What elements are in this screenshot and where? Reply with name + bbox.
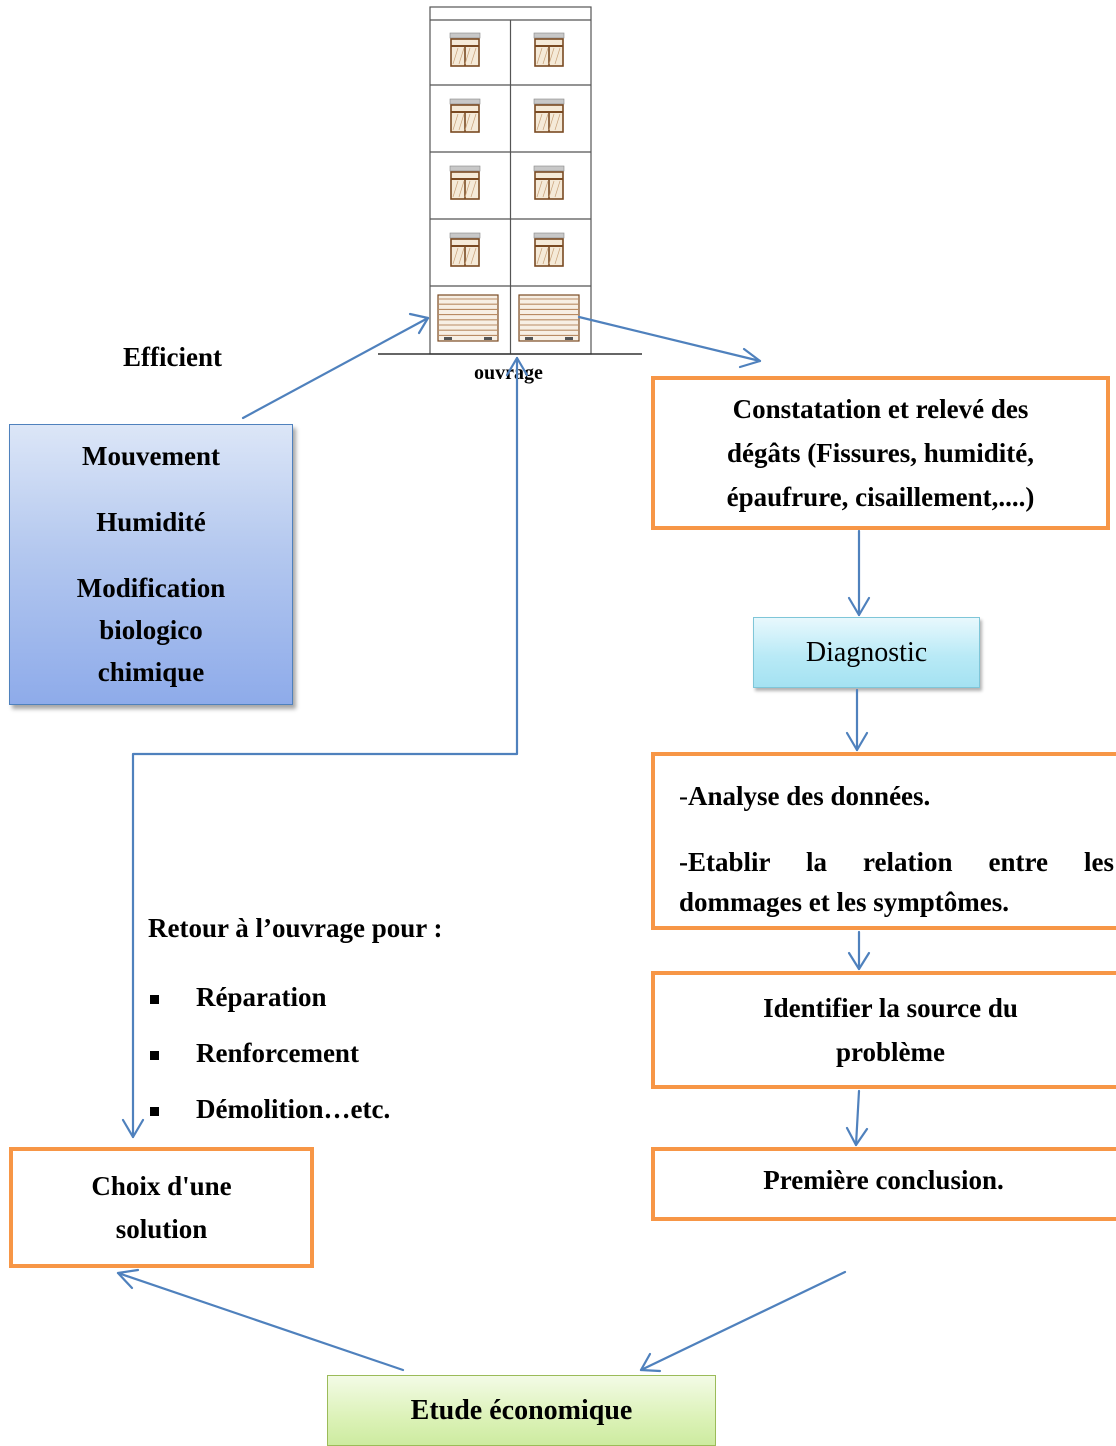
arrowhead-choix-at-left — [121, 1118, 145, 1139]
premiere-conclusion-box: Première conclusion. — [651, 1147, 1116, 1221]
premiere-conclusion-label: Première conclusion. — [763, 1165, 1004, 1195]
building-window — [533, 165, 565, 200]
building-window — [449, 98, 481, 133]
analyse-line-3: dommages et les symptômes. — [679, 887, 1009, 917]
retour-item-renforcement: Renforcement — [196, 1038, 359, 1068]
building-window — [533, 232, 565, 267]
arrow-building-to-constatation — [577, 315, 762, 363]
choix-line-1: Choix d'une — [91, 1170, 232, 1201]
cause-biochemical: Modification biologico chimique — [51, 567, 251, 693]
arrow-premiere-to-etude — [639, 1270, 847, 1372]
etude-economique-box: Etude économique — [327, 1375, 716, 1446]
identifier-line-1: Identifier la source du — [763, 993, 1018, 1023]
choix-line-2: solution — [115, 1213, 208, 1244]
building-window — [449, 32, 481, 67]
building-window — [533, 98, 565, 133]
analyse-dash: - — [679, 781, 688, 811]
ground-floor-shutter — [518, 294, 580, 342]
arrowhead-analyse-to-identifier — [847, 951, 871, 971]
building-window — [449, 232, 481, 267]
arrowhead-diagnostic-to-analyse — [845, 731, 869, 752]
diagnostic-box: Diagnostic — [753, 617, 980, 688]
building-window — [449, 165, 481, 200]
retour-title: Retour à l’ouvrage pour : — [148, 913, 443, 943]
retour-item-reparation: Réparation — [196, 982, 327, 1012]
analyse-line-1: -Analyse des données. — [679, 776, 1114, 816]
choix-solution-box: Choix d'une solution — [9, 1147, 314, 1268]
arrow-identifier-to-premiere — [854, 1089, 861, 1147]
bullet-marker-2 — [150, 1051, 159, 1060]
cause-humidity: Humidité — [96, 507, 206, 537]
constatation-line-2: dégâts (Fissures, humidité, — [726, 438, 1035, 468]
arrowhead-identifier-to-premiere — [845, 1126, 869, 1147]
retour-item-demolition: Démolition…etc. — [196, 1094, 391, 1124]
cause-biochemical-text: Modification biologico chimique — [76, 573, 226, 687]
etude-economique-label: Etude économique — [410, 1394, 633, 1426]
analyse-box: -Analyse des données. -Etablir la relati… — [651, 752, 1116, 930]
bullet-marker-3 — [150, 1107, 159, 1116]
analyse-line-2: -Etablir la relation entre les — [679, 847, 1114, 877]
constatation-box: Constatation et relevé des dégâts (Fissu… — [651, 376, 1110, 530]
diagnostic-label: Diagnostic — [805, 636, 928, 668]
causes-box: Mouvement Humidité Modification biologic… — [9, 424, 293, 705]
building-window — [533, 32, 565, 67]
building-drawing — [378, 6, 642, 355]
ground-floor-shutter — [437, 294, 499, 342]
arrowhead-choix-to-building — [505, 356, 529, 377]
arrow-choix-to-building — [131, 356, 519, 1139]
arrowhead-building-to-constatation — [738, 347, 762, 369]
arrowhead-premiere-to-etude — [639, 1352, 662, 1373]
arrowhead-etude-to-choix — [116, 1268, 140, 1290]
arrow-etude-to-choix — [116, 1271, 405, 1372]
constatation-line-1: Constatation et relevé des — [732, 394, 1029, 424]
cause-movement: Mouvement — [82, 441, 220, 471]
efficient-label: Efficient — [123, 342, 222, 372]
arrowhead-constatation-to-diagnostic — [847, 596, 871, 617]
bullet-marker-1 — [150, 995, 159, 1004]
identifier-line-2: problème — [836, 1037, 945, 1067]
arrowhead-causes-to-building — [408, 312, 430, 335]
identifier-box: Identifier la source du problème — [651, 971, 1116, 1089]
analyse-line-1-text: Analyse des données. — [688, 781, 931, 811]
constatation-line-3: épaufrure, cisaillement,....) — [726, 482, 1035, 512]
arrow-causes-to-building — [241, 316, 430, 420]
